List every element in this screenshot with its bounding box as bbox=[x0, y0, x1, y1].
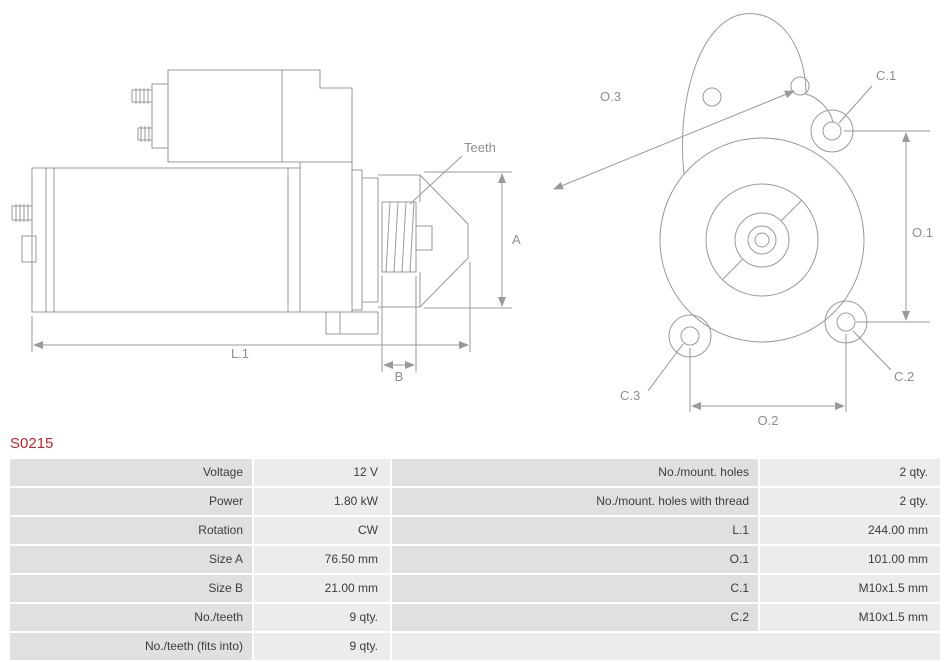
teeth-leader-line bbox=[409, 155, 463, 205]
spec-value: 2 qty. bbox=[760, 488, 940, 515]
spec-value: 76.50 mm bbox=[254, 546, 390, 573]
spec-label: C.2 bbox=[392, 604, 758, 631]
spec-value: M10x1.5 mm bbox=[760, 604, 940, 631]
spec-label: O.1 bbox=[392, 546, 758, 573]
c3-leader-line bbox=[647, 343, 684, 392]
side-view-dimensions bbox=[31, 155, 512, 372]
dimension-label-teeth: Teeth bbox=[464, 140, 496, 155]
dimension-label-a: A bbox=[512, 232, 521, 247]
spec-label: No./teeth (fits into) bbox=[10, 633, 252, 660]
spec-value: M10x1.5 mm bbox=[760, 575, 940, 602]
spec-value: CW bbox=[254, 517, 390, 544]
dimension-label-c1: C.1 bbox=[876, 68, 896, 83]
spec-label: Power bbox=[10, 488, 252, 515]
spec-value: 9 qty. bbox=[254, 604, 390, 631]
c1-leader-line bbox=[838, 85, 873, 124]
dimension-label-o2: O.2 bbox=[758, 413, 779, 428]
dimension-label-o3: O.3 bbox=[600, 89, 621, 104]
dimension-line-o3 bbox=[553, 90, 795, 190]
spec-label: No./teeth bbox=[10, 604, 252, 631]
spec-empty-cell bbox=[392, 633, 940, 660]
spec-label: L.1 bbox=[392, 517, 758, 544]
spec-table: Voltage 12 V No./mount. holes 2 qty. Pow… bbox=[10, 459, 940, 660]
spec-value: 21.00 mm bbox=[254, 575, 390, 602]
part-number: S0215 bbox=[10, 435, 54, 452]
spec-label: No./mount. holes with thread bbox=[392, 488, 758, 515]
spec-label: No./mount. holes bbox=[392, 459, 758, 486]
spec-value: 244.00 mm bbox=[760, 517, 940, 544]
spec-label: Rotation bbox=[10, 517, 252, 544]
spec-label: Voltage bbox=[10, 459, 252, 486]
spec-value: 1.80 kW bbox=[254, 488, 390, 515]
dimension-label-b: B bbox=[395, 369, 404, 384]
spec-value: 101.00 mm bbox=[760, 546, 940, 573]
dimension-label-c2: C.2 bbox=[894, 369, 914, 384]
dimension-label-o1: O.1 bbox=[912, 225, 933, 240]
front-view-drawing bbox=[659, 13, 868, 358]
spec-label: C.1 bbox=[392, 575, 758, 602]
dimension-label-c3: C.3 bbox=[620, 388, 640, 403]
spec-value: 12 V bbox=[254, 459, 390, 486]
side-view-drawing bbox=[11, 69, 469, 335]
spec-label: Size A bbox=[10, 546, 252, 573]
spec-value: 9 qty. bbox=[254, 633, 390, 660]
front-view-dimensions bbox=[553, 85, 930, 412]
dimension-label-l1: L.1 bbox=[231, 346, 249, 361]
spec-label: Size B bbox=[10, 575, 252, 602]
c2-leader-line bbox=[852, 330, 892, 371]
spec-value: 2 qty. bbox=[760, 459, 940, 486]
technical-drawings: Teeth A L.1 B bbox=[11, 13, 933, 428]
